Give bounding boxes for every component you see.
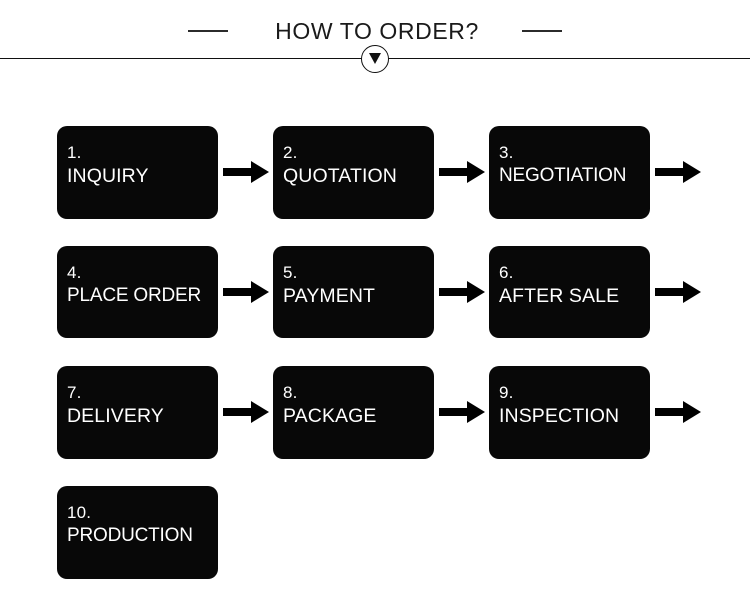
flow-row: 10. PRODUCTION: [0, 472, 750, 592]
step-box-2[interactable]: 2. QUOTATION: [273, 125, 434, 219]
step-number: 6.: [499, 263, 514, 282]
step-box-4[interactable]: 4. PLACE ORDER: [57, 246, 218, 338]
step-label: INSPECTION: [499, 404, 620, 427]
caret-down-icon: [369, 53, 381, 64]
step-box-9[interactable]: 9. INSPECTION: [489, 365, 650, 459]
flow-row: 4. PLACE ORDER 5. PAYMENT 6. AFTER SALE: [0, 232, 750, 352]
arrow-right-icon: [218, 277, 273, 307]
step-box-6[interactable]: 6. AFTER SALE: [489, 246, 650, 338]
step-number: 10.: [67, 502, 92, 522]
step-label: DELIVERY: [67, 404, 164, 427]
step-box-10[interactable]: 10. PRODUCTION: [57, 485, 218, 579]
step-number: 2.: [283, 142, 298, 162]
step-number: 8.: [283, 382, 298, 402]
arrow-right-icon: [434, 157, 489, 187]
flow-row: 7. DELIVERY 8. PACKAGE 9. INSPECTION: [0, 352, 750, 472]
step-label: PAYMENT: [283, 285, 376, 307]
step-label: INQUIRY: [67, 164, 149, 187]
step-label: AFTER SALE: [499, 285, 620, 307]
arrow-right-icon: [650, 397, 705, 427]
arrow-right-icon: [218, 397, 273, 427]
step-label: PACKAGE: [283, 404, 377, 427]
arrow-right-icon: [434, 277, 489, 307]
arrow-right-icon: [434, 397, 489, 427]
step-number: 7.: [67, 382, 82, 402]
step-label: QUOTATION: [283, 164, 397, 187]
title-dash-right: [521, 30, 562, 32]
step-box-5[interactable]: 5. PAYMENT: [273, 246, 434, 338]
arrow-right-icon: [650, 157, 705, 187]
step-box-3[interactable]: 3. NEGOTIATION: [489, 125, 650, 219]
caret-down-badge: [361, 45, 389, 73]
step-number: 3.: [499, 142, 514, 162]
arrow-right-icon: [218, 157, 273, 187]
step-box-1[interactable]: 1. INQUIRY: [57, 125, 218, 219]
step-number: 1.: [67, 142, 82, 162]
arrow-right-icon: [650, 277, 705, 307]
step-label: PLACE ORDER: [67, 285, 202, 306]
flow-row: 1. INQUIRY 2. QUOTATION 3. NEGOTIATION: [0, 112, 750, 232]
page-header: HOW TO ORDER?: [0, 0, 750, 76]
step-label: PRODUCTION: [67, 524, 193, 546]
step-number: 4.: [67, 263, 82, 282]
step-box-7[interactable]: 7. DELIVERY: [57, 365, 218, 459]
step-box-8[interactable]: 8. PACKAGE: [273, 365, 434, 459]
header-title-row: HOW TO ORDER?: [0, 14, 750, 48]
title-dash-left: [188, 30, 229, 32]
order-flow-diagram: 1. INQUIRY 2. QUOTATION 3. NEGOTIATION: [0, 76, 750, 606]
page-title: HOW TO ORDER?: [275, 17, 479, 44]
step-label: NEGOTIATION: [499, 164, 627, 186]
step-number: 5.: [283, 263, 298, 282]
step-number: 9.: [499, 382, 514, 402]
